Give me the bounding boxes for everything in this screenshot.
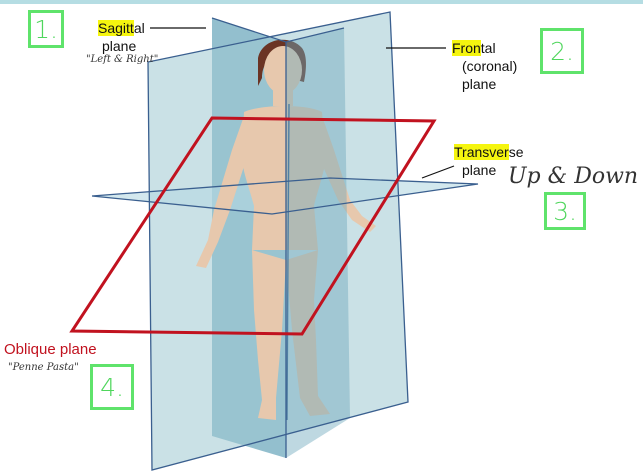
badge-2: 2. [540, 28, 584, 74]
note-left-right: "Left & Right" [86, 54, 159, 65]
transverse-highlight: Transver [454, 144, 509, 160]
top-rule [0, 0, 643, 4]
sagittal-line2: plane [102, 38, 137, 54]
transverse-label: Transverse [454, 144, 524, 161]
sagittal-rest: al [133, 20, 145, 36]
badge-1: 1. [28, 10, 64, 48]
transverse-line2: plane [462, 162, 497, 178]
badge-4: 4. [90, 364, 134, 410]
human-figure [196, 39, 376, 421]
oblique-label: Oblique plane [4, 341, 97, 358]
oblique-plane [69, 116, 437, 336]
note-up-down: Up & Down [508, 164, 639, 189]
sagittal-highlight: Sagitt [98, 20, 134, 36]
note-penne-pasta: "Penne Pasta" [8, 362, 79, 373]
plane-edges [91, 11, 479, 471]
sagittal-label: Sagittal [98, 20, 145, 37]
frontal-rest: tal [480, 40, 496, 56]
badge-3: 3. [544, 192, 586, 230]
sagittal-plane-front [286, 28, 350, 458]
frontal-line2: (coronal) [462, 58, 518, 74]
frontal-line3: plane [462, 76, 497, 92]
transverse-leader [421, 165, 455, 179]
frontal-highlight: Fron [452, 40, 481, 56]
transverse-rest: se [508, 144, 524, 160]
frontal-label: Frontal [452, 40, 496, 57]
